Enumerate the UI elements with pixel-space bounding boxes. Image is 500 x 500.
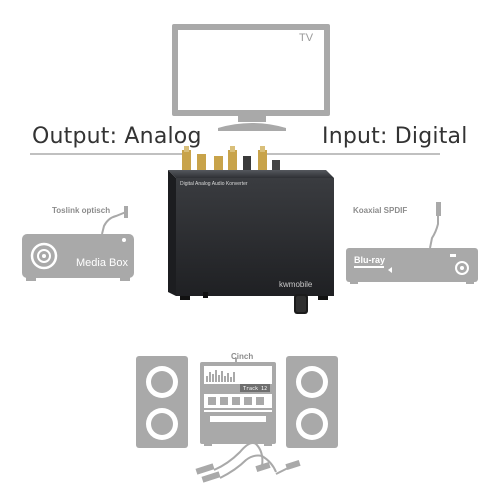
toslink-label: Toslink optisch [52, 206, 111, 215]
koaxial-label: Koaxial SPDIF [353, 206, 408, 215]
input-digital-label: Input: Digital [322, 124, 468, 149]
brand-label: kwmobile [279, 280, 313, 289]
cinch-label: Cinch [231, 352, 254, 361]
output-analog-label: Output: Analog [32, 124, 202, 149]
media-box-icon [22, 206, 134, 281]
stereo-speaker-left-icon [136, 356, 188, 448]
rca-output-connectors [182, 146, 280, 170]
tv-icon [172, 24, 330, 131]
stereo-receiver-icon [200, 362, 276, 446]
cinch-cable-icon [213, 358, 289, 479]
stereo-speaker-right-icon [286, 356, 338, 448]
device-name-label: Digital Analog Audio Konverter [180, 181, 248, 187]
bluray-label: Blu-ray [354, 255, 386, 265]
media-box-label: Media Box [76, 257, 128, 269]
converter-device [168, 170, 334, 314]
track-display-label: Track 12 [243, 386, 268, 392]
cinch-plugs-icon [195, 459, 301, 483]
bluray-player-icon [346, 202, 478, 284]
tv-label: TV [299, 32, 314, 44]
